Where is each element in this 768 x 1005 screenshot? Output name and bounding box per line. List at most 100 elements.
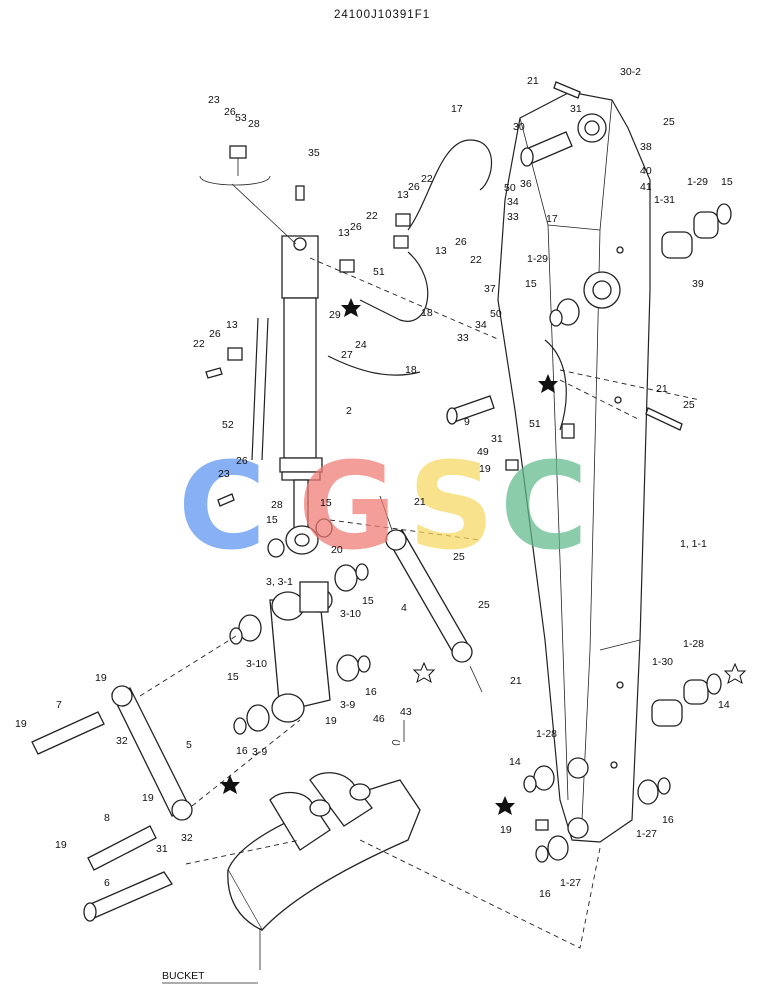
part-callout: 41 bbox=[640, 181, 652, 193]
part-callout: 21 bbox=[656, 383, 668, 395]
watermark-letter: C bbox=[500, 438, 588, 577]
part-callout: 21 bbox=[414, 496, 426, 508]
watermark-letter: C bbox=[178, 438, 266, 577]
part-callout: 14 bbox=[718, 699, 730, 711]
part-callout: 15 bbox=[525, 278, 537, 290]
part-callout: 2 bbox=[346, 405, 352, 417]
part-callout: 53 bbox=[235, 112, 247, 124]
part-callout: 26 bbox=[350, 221, 362, 233]
part-callout: 31 bbox=[156, 843, 168, 855]
part-callout: 15 bbox=[320, 497, 332, 509]
part-callout: 28 bbox=[271, 499, 283, 511]
part-callout: 14 bbox=[509, 756, 521, 768]
part-callout: 32 bbox=[116, 735, 128, 747]
part-callout: 25 bbox=[453, 551, 465, 563]
part-callout: 31 bbox=[491, 433, 503, 445]
part-callout: 19 bbox=[142, 792, 154, 804]
fasteners bbox=[205, 81, 683, 831]
part-callout: 6 bbox=[104, 877, 110, 889]
part-callout: 15 bbox=[227, 671, 239, 683]
arm-body bbox=[497, 91, 651, 843]
part-callout: 1-27 bbox=[560, 877, 581, 889]
drawing-code: 24100J10391F1 bbox=[334, 9, 430, 21]
part-callout: 9 bbox=[464, 416, 470, 428]
part-callout: 26 bbox=[455, 236, 467, 248]
part-callout: 26 bbox=[209, 328, 221, 340]
part-callout: 21 bbox=[510, 675, 522, 687]
part-callout: 52 bbox=[222, 419, 234, 431]
part-callout: 19 bbox=[15, 718, 27, 730]
bushings bbox=[229, 203, 732, 863]
part-callout: 15 bbox=[362, 595, 374, 607]
part-callout: 34 bbox=[507, 196, 519, 208]
part-callout: 19 bbox=[325, 715, 337, 727]
watermark-letter: S bbox=[408, 438, 494, 577]
part-callout: 51 bbox=[529, 418, 541, 430]
part-callout: 25 bbox=[478, 599, 490, 611]
part-callout: 3-9 bbox=[340, 699, 355, 711]
part-callout: 13 bbox=[338, 227, 350, 239]
part-callout: 31 bbox=[570, 103, 582, 115]
part-callout: 33 bbox=[457, 332, 469, 344]
part-callout: 49 bbox=[477, 446, 489, 458]
part-callout: 24 bbox=[355, 339, 367, 351]
part-callout: 16 bbox=[365, 686, 377, 698]
part-callout: 43 bbox=[400, 706, 412, 718]
part-callout: 30 bbox=[513, 121, 525, 133]
part-callout: 39 bbox=[692, 278, 704, 290]
part-callout: 19 bbox=[479, 463, 491, 475]
part-callout: 22 bbox=[421, 173, 433, 185]
part-callout: 40 bbox=[640, 165, 652, 177]
bucket-cylinder bbox=[279, 185, 323, 555]
part-callout: 22 bbox=[193, 338, 205, 350]
callout-labels: 21 30-2 25 31 30 38 40 41 36 50 34 33 1-… bbox=[15, 66, 733, 900]
part-callout: 1-28 bbox=[536, 728, 557, 740]
side-link-4 bbox=[385, 529, 473, 663]
part-callout: 27 bbox=[341, 349, 353, 361]
part-callout: 1-29 bbox=[527, 253, 548, 265]
part-callout: 15 bbox=[266, 514, 278, 526]
part-callout: 25 bbox=[683, 399, 695, 411]
pins bbox=[31, 131, 573, 922]
part-callout: 20 bbox=[331, 544, 343, 556]
part-callout: 46 bbox=[373, 713, 385, 725]
part-callout: 13 bbox=[397, 189, 409, 201]
part-callout: 7 bbox=[56, 699, 62, 711]
part-callout: 29 bbox=[329, 309, 341, 321]
bucket-link bbox=[269, 581, 333, 723]
part-callout: 26 bbox=[408, 181, 420, 193]
alignment-lines bbox=[139, 175, 701, 984]
part-callout: 19 bbox=[500, 824, 512, 836]
part-callout: 17 bbox=[451, 103, 463, 115]
part-callout: 19 bbox=[95, 672, 107, 684]
star-markers bbox=[220, 298, 747, 815]
part-callout: 21 bbox=[527, 75, 539, 87]
bucket-label: BUCKET bbox=[162, 970, 205, 982]
part-callout: 25 bbox=[663, 116, 675, 128]
part-callout: 1-30 bbox=[652, 656, 673, 668]
part-callout: 3, 3-1 bbox=[266, 576, 293, 588]
part-callout: 18 bbox=[421, 307, 433, 319]
part-callout: 30-2 bbox=[620, 66, 641, 78]
part-callout: 16 bbox=[236, 745, 248, 757]
part-callout: 13 bbox=[226, 319, 238, 331]
side-link-5 bbox=[111, 685, 193, 821]
watermark: C G S C bbox=[178, 438, 588, 577]
part-callout: 8 bbox=[104, 812, 110, 824]
part-callout: 35 bbox=[308, 147, 320, 159]
part-callout: 37 bbox=[484, 283, 496, 295]
part-callout: 32 bbox=[181, 832, 193, 844]
part-callout: 38 bbox=[640, 141, 652, 153]
part-callout: 50 bbox=[504, 182, 516, 194]
watermark-letter: G bbox=[298, 438, 397, 577]
part-callout: 36 bbox=[520, 178, 532, 190]
part-callout: 3-9 bbox=[252, 746, 267, 758]
part-callout: 5 bbox=[186, 739, 192, 751]
part-callout: 18 bbox=[405, 364, 417, 376]
bucket bbox=[227, 772, 421, 932]
hoses bbox=[251, 139, 567, 461]
part-callout: 13 bbox=[435, 245, 447, 257]
part-callout: 28 bbox=[248, 118, 260, 130]
part-callout: 3-10 bbox=[246, 658, 267, 670]
